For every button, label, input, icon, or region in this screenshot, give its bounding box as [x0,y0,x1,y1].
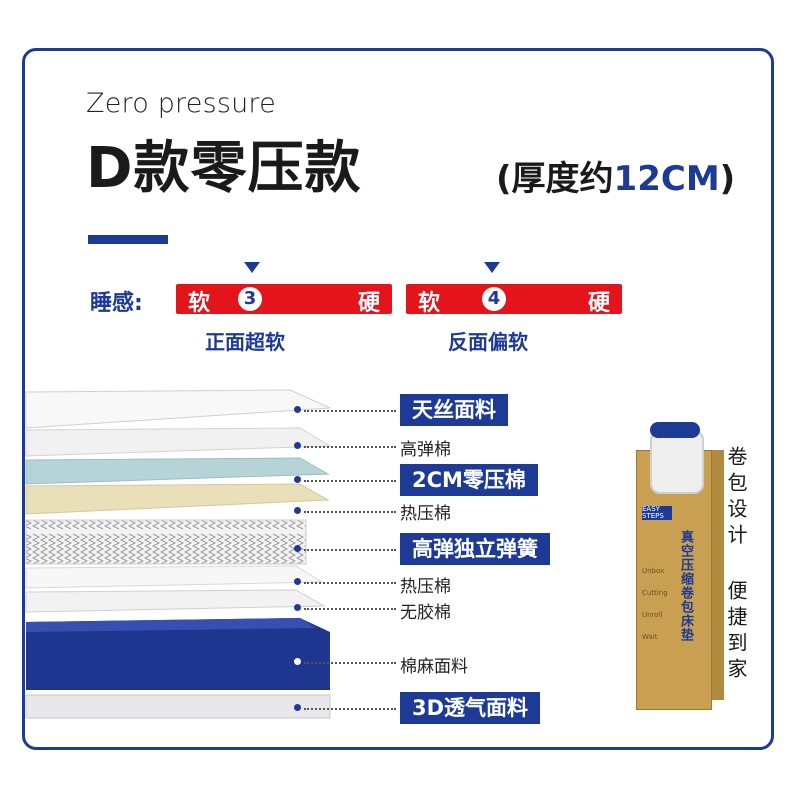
layer-pointer-dot [294,545,301,552]
easy-steps-badge: EASY STEPS [642,506,672,520]
layer-label-pocket-springs: 高弹独立弹簧 [400,533,550,565]
layer-pointer-dot [294,704,301,711]
thickness-close: ) [719,159,736,199]
package-step: Wait [642,633,658,641]
product-subtitle: Zero pressure [86,88,276,119]
front-side-caption: 正面超软 [205,330,285,354]
layer-label-3d-fabric: 3D透气面料 [400,692,541,724]
leader-line [304,549,396,551]
rolled-mattress-cap [650,422,700,438]
leader-line [304,511,396,513]
leader-line [304,708,396,710]
soft-label: 软 [418,291,441,316]
leader-line [304,662,396,664]
leader-line [304,480,396,482]
layer-high-elastic-cotton [25,427,332,457]
layer-label-glue-free: 无胶棉 [400,603,451,623]
thickness-note: (厚度约12CM) [496,153,735,205]
title-underline-bar [88,235,168,244]
sleep-feel-label: 睡感: [90,291,143,316]
level-pointer-icon [244,262,260,273]
layer-glue-free-cotton [25,589,326,613]
leader-line [304,410,396,412]
layer-label-thermo-upper: 热压棉 [400,504,451,524]
layer-pointer-dot [294,578,301,585]
leader-line [304,608,396,610]
rolled-mattress [650,430,704,494]
hard-label: 硬 [587,291,610,316]
layer-thermo-cotton-upper [25,483,330,515]
softness-level-badge: 3 [238,287,262,311]
content-frame [22,48,774,750]
layer-pointer-dot [294,442,301,449]
layer-zero-pressure-foam [25,457,330,485]
thickness-open: (厚度约 [496,159,614,199]
layer-linen-cover [26,618,330,690]
layer-pointer-dot [294,604,301,611]
thickness-value: 12CM [613,159,720,199]
layer-pointer-dot [294,406,301,413]
package-step: Cutting [642,589,668,597]
layer-3d-fabric [25,694,331,719]
hard-label: 硬 [357,291,380,316]
soft-label: 软 [188,291,211,316]
layer-label-thermo-lower: 热压棉 [400,577,451,597]
leader-line [304,582,396,584]
softness-level-badge: 4 [482,287,506,311]
back-side-caption: 反面偏软 [448,330,528,354]
layer-pointer-dot [294,658,301,665]
layer-pointer-dot [294,476,301,483]
layer-label-high-elastic: 高弹棉 [400,440,451,460]
softness-scale-back: 软 4 硬 [406,284,622,316]
layer-thermo-cotton-lower [25,565,324,589]
product-title: D款零压款 [86,136,362,201]
package-step: Unbox [642,567,665,575]
package-step: Unroll [642,611,663,619]
softness-scale-front: 软 3 硬 [176,284,392,316]
layer-label-tencel: 天丝面料 [400,394,508,426]
convenient-delivery-text: 便捷到家 [724,580,748,684]
layer-pointer-dot [294,507,301,514]
layer-label-zero-pressure: 2CM零压棉 [400,464,538,496]
roll-design-text: 卷包设计 [724,446,748,550]
package-box-side [710,450,724,700]
package-print-text: 真空压缩卷包床垫 [678,530,693,642]
layer-tencel-fabric [25,389,331,429]
package-steps: Unbox Cutting Unroll Wait [642,560,668,648]
layer-label-linen: 棉麻面料 [400,657,468,677]
layer-pocket-springs [25,519,307,565]
leader-line [304,446,396,448]
level-pointer-icon [484,262,500,273]
